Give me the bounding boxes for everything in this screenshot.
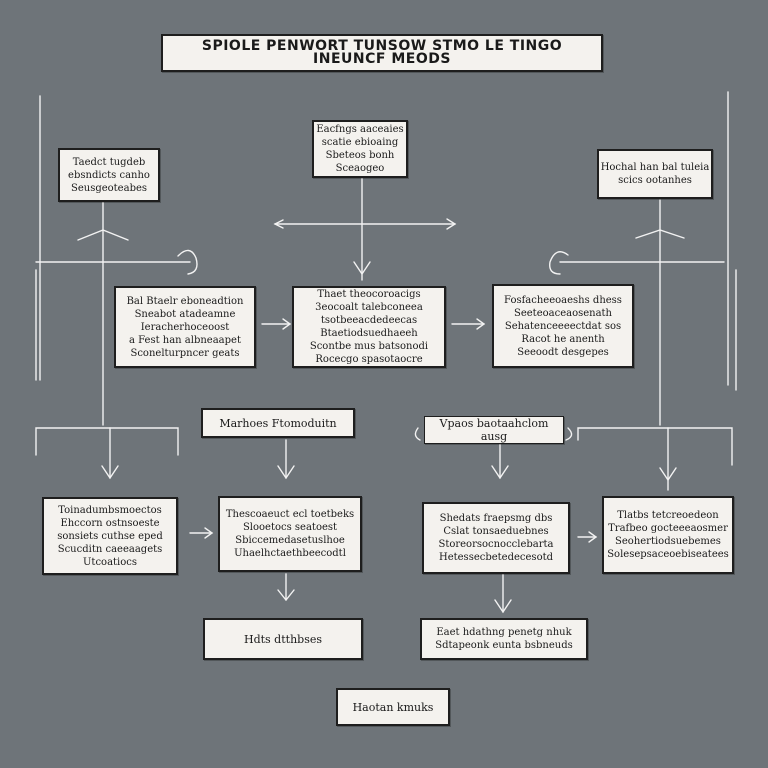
- section-label-right: Vpaos baotaahclom ausg: [424, 416, 564, 444]
- arrowhead-left: [273, 219, 284, 229]
- mid-left-node: Bal Btaelr eboneadtion Sneabot atadeamne…: [114, 286, 256, 368]
- node-text: tsotbeeacdedeecas: [320, 315, 418, 326]
- node-text: Uhaelhctaethbeecodtl: [234, 548, 346, 559]
- node-text: a Fest han albneaapet: [129, 334, 241, 346]
- node-text: sonsiets cuthse eped: [57, 530, 163, 542]
- node-text: Eaet hdathng penetg nhuk: [436, 627, 572, 638]
- node-text: Scucditn caeeaagets: [57, 543, 163, 555]
- arrowhead-right: [204, 527, 214, 539]
- bottom-right-node: Eaet hdathng penetg nhuk Sdtapeonk eunta…: [420, 618, 588, 660]
- node-text: Ehccorn ostnsoeste: [60, 517, 160, 529]
- mid-center-node: Thaet theocoroacigs 3eocoalt talebconeea…: [292, 286, 446, 368]
- node-text: Seusgeoteabes: [70, 182, 148, 194]
- node-text: Slooetocs seatoest: [242, 522, 338, 533]
- node-text: Solesepsaceoebiseatees: [607, 549, 729, 560]
- node-text: Sceaogeo: [335, 163, 385, 174]
- connector-curl: [177, 249, 198, 275]
- node-text: Sdtapeonk eunta bsbneuds: [435, 640, 573, 651]
- arrowhead-right: [282, 318, 292, 330]
- connector-line: [635, 229, 685, 239]
- node-text: Sneabot atadeamne: [134, 308, 236, 320]
- connector-curl: [414, 427, 421, 441]
- node-text: Seeteoaceaosenath: [513, 307, 613, 319]
- node-text: Thescoaeuct ecl toetbeks: [225, 509, 355, 520]
- node-text: Sbiccemedasetuslhoe: [235, 535, 345, 546]
- node-text: Seeoodt desgepes: [517, 346, 609, 358]
- lower-node-4: Tlatbs tetcreoedeon Trafbeo gocteeeaosme…: [602, 496, 734, 574]
- node-text: Rocecgo spasotaocre: [315, 354, 423, 365]
- node-text: Thaet theocoroacigs: [317, 289, 421, 300]
- node-text: Tlatbs tetcreoedeon: [617, 510, 719, 521]
- node-text: scatie ebioaing: [321, 137, 399, 148]
- connector-bracket: [577, 427, 733, 466]
- node-text: Bal Btaelr eboneadtion: [126, 295, 244, 307]
- arrowhead-down: [277, 589, 295, 602]
- node-text: Toinadumbsmoectos: [58, 504, 162, 516]
- lower-node-3: Shedats fraepsmg dbs Cslat tonsaeduebnes…: [422, 502, 570, 574]
- node-text: Fosfacheeoaeshs dhess: [504, 294, 622, 306]
- node-text: Ieracherhoceoost: [140, 321, 230, 333]
- top-left-node: Taedct tugdeb ebsndicts canho Seusgeotea…: [58, 148, 160, 202]
- lower-node-2: Thescoaeuct ecl toetbeks Slooetocs seato…: [218, 496, 362, 572]
- diagram-title: SPIOLE PENWORT TUNSOW STMO LE TINGO INEU…: [161, 34, 603, 72]
- bottom-left-node: Hdts dtthbses: [203, 618, 363, 660]
- node-text: Taedct tugdeb: [72, 156, 146, 168]
- top-right-node: Hochal han bal tuleia scics ootanhes: [597, 149, 713, 199]
- section-label-text: Marhoes Ftomoduitn: [219, 416, 337, 430]
- arrowhead-right: [446, 218, 457, 230]
- top-center-node: Eacfngs aaceaies scatie ebioaing Sbeteos…: [312, 120, 408, 178]
- node-text: Scontbe mus batsonodi: [309, 341, 429, 352]
- arrowhead-down: [659, 467, 677, 482]
- node-text: Seohertiodsuebemes: [615, 536, 721, 547]
- node-text: Sehatenceeeectdat sos: [504, 320, 622, 332]
- arrowhead-down: [101, 465, 119, 480]
- final-node: Haotan kmuks: [336, 688, 450, 726]
- diagram-title-text: SPIOLE PENWORT TUNSOW STMO LE TINGO INEU…: [201, 38, 563, 67]
- node-text: Hetessecbetedecesotd: [438, 552, 554, 563]
- node-text: Trafbeo gocteeeaosmer: [608, 523, 728, 534]
- node-text: Haotan kmuks: [352, 700, 434, 714]
- node-text: Sbeteos bonh: [325, 150, 395, 161]
- arrowhead-right: [476, 318, 486, 330]
- arrowhead-down: [353, 261, 371, 276]
- node-text: Hdts dtthbses: [243, 632, 322, 646]
- arrowhead-down: [491, 465, 509, 480]
- node-text: Hochal han bal tuleia: [600, 162, 710, 173]
- connector-curl: [549, 251, 569, 275]
- node-text: 3eocoalt talebconeea: [315, 302, 423, 313]
- mid-right-node: Fosfacheeoaeshs dhess Seeteoaceaosenath …: [492, 284, 634, 368]
- arrowhead-right: [588, 531, 598, 543]
- connector-curl: [565, 427, 573, 441]
- node-text: Eacfngs aaceaies: [316, 124, 404, 135]
- arrowhead-down: [494, 599, 512, 614]
- connector-bracket: [35, 427, 179, 456]
- node-text: Racot he anenth: [521, 333, 605, 345]
- lower-node-1: Toinadumbsmoectos Ehccorn ostnsoeste son…: [42, 497, 178, 575]
- arrowhead-down: [277, 465, 295, 480]
- node-text: Storeorsocnocclebarta: [438, 539, 554, 550]
- node-text: scics ootanhes: [618, 175, 692, 186]
- node-text: ebsndicts canho: [68, 169, 150, 181]
- node-text: Utcoatiocs: [83, 556, 137, 568]
- connector-line: [77, 229, 129, 241]
- section-label-left: Marhoes Ftomoduitn: [201, 408, 355, 438]
- section-label-text: Vpaos baotaahclom ausg: [439, 417, 549, 443]
- node-text: Btaetiodsuedhaeeh: [320, 328, 418, 339]
- node-text: Shedats fraepsmg dbs: [439, 513, 553, 524]
- node-text: Sconelturpncer geats: [130, 347, 240, 359]
- node-text: Cslat tonsaeduebnes: [443, 526, 549, 537]
